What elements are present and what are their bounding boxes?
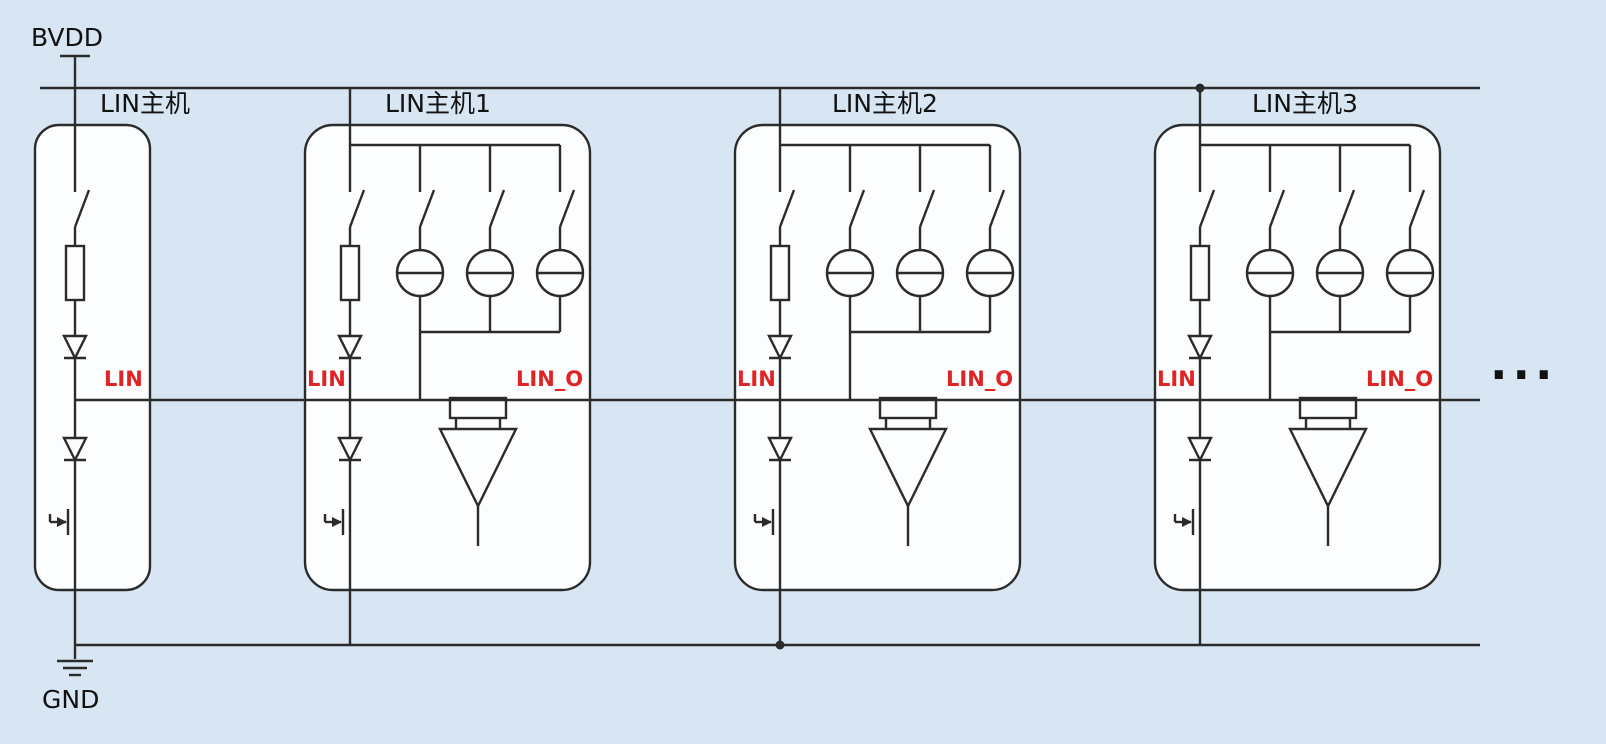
lin-net-label: LIN [104, 367, 143, 391]
block-lin-master2-circuit [753, 86, 1015, 647]
block-title-lin-master2: LIN主机2 [832, 89, 938, 118]
continuation-ellipsis: ... [1490, 336, 1558, 390]
block-title-lin-master1: LIN主机1 [385, 89, 491, 118]
block-lin-master3-circuit [1173, 86, 1435, 647]
lin-o-net-label: LIN_O [946, 367, 1014, 391]
lin-net-label: LIN [1157, 367, 1196, 391]
block-outline-lin-master3 [1153, 123, 1442, 592]
block-outline-lin-master1 [303, 123, 592, 592]
block-outline-lin-master2 [733, 123, 1022, 592]
lin-o-net-label: LIN_O [516, 367, 584, 391]
gnd-label: GND [42, 685, 100, 714]
junction-dot [1195, 83, 1205, 93]
block-title-lin-master: LIN主机 [100, 89, 191, 118]
bvdd-label: BVDD [31, 23, 103, 52]
junction-dot [775, 640, 785, 650]
gnd-rail [57, 643, 1480, 677]
block-lin-master1-circuit [323, 86, 585, 647]
block-title-lin-master3: LIN主机3 [1252, 89, 1358, 118]
lin-o-net-label: LIN_O [1366, 367, 1434, 391]
bvdd-rail [40, 54, 1480, 90]
lin-net-label: LIN [737, 367, 776, 391]
lin-net-label: LIN [307, 367, 346, 391]
block-outline-lin-master [33, 123, 152, 592]
